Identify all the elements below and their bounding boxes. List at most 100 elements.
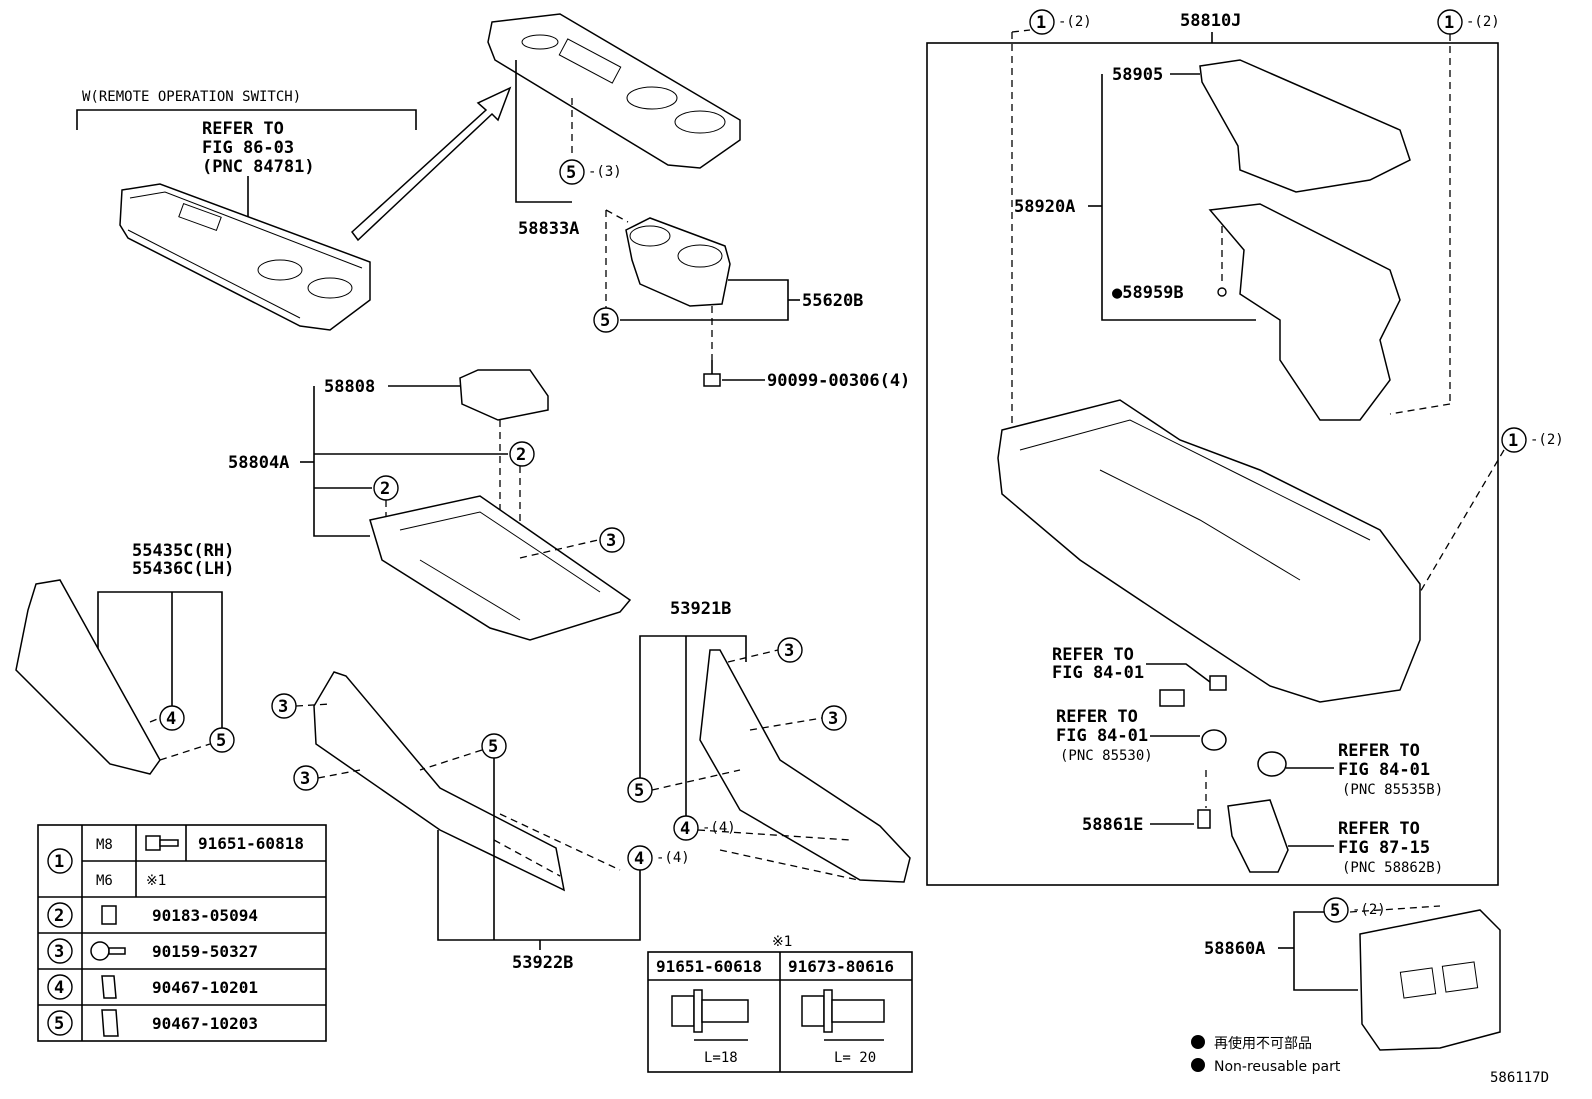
remote-switch-refer-2: FIG 86-03 <box>202 138 294 158</box>
bolt-col1-part: 91651-60618 <box>656 957 762 976</box>
figure-code: 586117D <box>1490 1070 1549 1086</box>
lower-panel-right-group: 53921B 3 3 5 4 -(4) <box>627 599 911 883</box>
refer-3-line3: (PNC 85535B) <box>1342 782 1443 798</box>
clip-5-icon <box>101 1009 119 1037</box>
callout-5-side: 5 <box>216 731 226 751</box>
bolt-table-title: ※1 <box>772 934 793 950</box>
table-size-m6: M6 <box>96 873 113 889</box>
callout-5-cupholder: 5 <box>600 311 610 331</box>
callout-5-upper: 5 <box>566 163 576 183</box>
lower-panel-left-group: 3 3 5 4 -(4) 53922B <box>271 671 690 973</box>
callout-5-vent: 5 <box>1330 901 1340 921</box>
refer-4-line2: FIG 87-15 <box>1338 838 1430 858</box>
bolt-l20-drawing <box>801 989 885 1041</box>
pocket-58862B-drawing <box>1227 799 1289 873</box>
part-58860A: 58860A <box>1204 939 1265 959</box>
table-part-90183-05094: 90183-05094 <box>152 906 258 925</box>
qty-1-top-left: -(2) <box>1058 14 1092 30</box>
part-58808: 58808 <box>324 377 375 397</box>
callout-4-left: 4 <box>634 849 644 869</box>
table-key-2: 2 <box>54 906 64 926</box>
callout-4-right: 4 <box>680 819 690 839</box>
bolt-table: ※1 91651-60618 91673-80616 L=18 L= 20 <box>647 934 913 1073</box>
console-body-drawing <box>997 399 1421 703</box>
part-53921B: 53921B <box>670 599 731 619</box>
table-part-91651-60818: 91651-60818 <box>198 834 304 853</box>
boot-58808-drawing <box>459 369 549 421</box>
upper-panel-group: 5 -(3) 58833A <box>487 13 741 239</box>
clip-58861E-drawing <box>1197 809 1211 829</box>
cup-holder-group: 55620B 5 90099-00306(4) <box>593 209 910 391</box>
legend-en: Non-reusable part <box>1214 1059 1341 1075</box>
refer-2-line3: (PNC 85530) <box>1060 748 1153 764</box>
part-55436C: 55436C(LH) <box>132 559 234 579</box>
remote-switch-panel-drawing <box>119 183 371 331</box>
table-key-3: 3 <box>54 942 64 962</box>
panel-53922B-drawing <box>313 671 566 892</box>
qty-1-top-right: -(2) <box>1466 14 1500 30</box>
table-part-90159-50327: 90159-50327 <box>152 942 258 961</box>
screw-90099-drawing <box>703 360 721 387</box>
clip-nut-icon <box>101 905 117 925</box>
refer-2-line1: REFER TO <box>1056 707 1138 727</box>
remote-switch-header: W(REMOTE OPERATION SWITCH) <box>82 89 301 105</box>
remote-switch-group: W(REMOTE OPERATION SWITCH) REFER TO FIG … <box>76 86 512 331</box>
direction-arrow <box>350 86 512 242</box>
refer-2-line2: FIG 84-01 <box>1056 726 1148 746</box>
side-panel-group: 55435C(RH) 55436C(LH) 4 5 <box>15 541 235 775</box>
fastener-table: 1 M8 91651-60818 M6 ※1 2 90183-05094 3 9… <box>37 824 327 1042</box>
refer-1-line2: FIG 84-01 <box>1052 663 1144 683</box>
refer-3-line2: FIG 84-01 <box>1338 760 1430 780</box>
callout-3-right-a: 3 <box>784 641 794 661</box>
qty-left-4: -(4) <box>656 850 690 866</box>
rear-vent-group: 5 -(2) 58860A <box>1204 897 1501 1051</box>
refer-4-line3: (PNC 58862B) <box>1342 860 1443 876</box>
non-reusable-dot-icon <box>1191 1035 1205 1049</box>
panel-53921B-drawing <box>699 649 911 883</box>
callout-3-left-b: 3 <box>300 769 310 789</box>
non-reusable-dot-icon <box>1191 1058 1205 1072</box>
callout-3-right-b: 3 <box>828 709 838 729</box>
part-55620B: 55620B <box>802 291 863 311</box>
callout-5-left: 5 <box>488 737 498 757</box>
part-58861E: 58861E <box>1082 815 1143 835</box>
remote-switch-refer-3: (PNC 84781) <box>202 157 315 177</box>
qty-right-4: -(4) <box>702 820 736 836</box>
callout-1-top-right: 1 <box>1444 13 1454 33</box>
part-58833A: 58833A <box>518 219 579 239</box>
table-part-90467-10203: 90467-10203 <box>152 1014 258 1033</box>
refer-3-line1: REFER TO <box>1338 741 1420 761</box>
part-58905: 58905 <box>1112 65 1163 85</box>
table-part-90467-10201: 90467-10201 <box>152 978 258 997</box>
hinge-58920A-drawing <box>1208 203 1401 421</box>
part-58920A: 58920A <box>1014 197 1075 217</box>
bolt-col1-length: L=18 <box>704 1050 738 1066</box>
callout-4-side: 4 <box>166 709 176 729</box>
part-53922B: 53922B <box>512 953 573 973</box>
callout-1-right: 1 <box>1508 431 1518 451</box>
socket-drawing <box>1201 729 1227 751</box>
shift-bezel-group: 58808 58804A 2 2 3 <box>228 369 632 641</box>
qty-5-vent: -(2) <box>1352 902 1386 918</box>
table-key-5: 5 <box>54 1014 64 1034</box>
cup-holder-drawing <box>625 217 731 307</box>
bolt-m8-icon <box>145 835 179 851</box>
table-key-1: 1 <box>54 852 64 872</box>
legend: 再使用不可部品 Non-reusable part 586117D <box>1191 1035 1549 1086</box>
part-58959B: ●58959B <box>1112 283 1184 303</box>
part-58804A: 58804A <box>228 453 289 473</box>
part-55435C: 55435C(RH) <box>132 541 234 561</box>
connector-drawing <box>1159 675 1227 707</box>
part-58810J: 58810J <box>1180 11 1241 31</box>
callout-2-b: 2 <box>380 479 390 499</box>
refer-4-line1: REFER TO <box>1338 819 1420 839</box>
clip-4-icon <box>101 975 117 999</box>
part-90099-00306: 90099-00306(4) <box>767 371 910 391</box>
callout-3-bracket: 3 <box>606 531 616 551</box>
refer-1-line1: REFER TO <box>1052 645 1134 665</box>
screw-icon <box>90 941 126 961</box>
table-key-4: 4 <box>54 978 64 998</box>
power-outlet-drawing <box>1257 751 1287 777</box>
callout-5-right: 5 <box>634 781 644 801</box>
